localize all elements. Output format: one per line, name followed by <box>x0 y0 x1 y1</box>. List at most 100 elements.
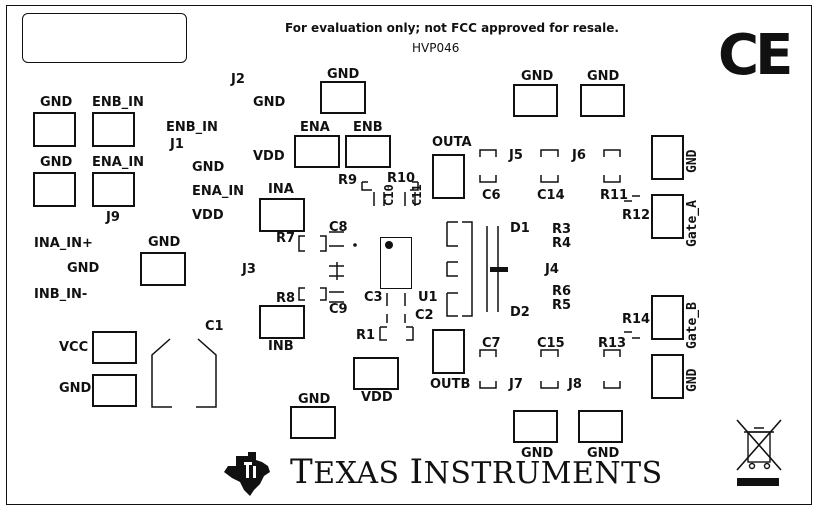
fcc-notice: For evaluation only; not FCC approved fo… <box>285 21 619 35</box>
pad-enb <box>345 135 391 168</box>
label-gnd: GND <box>40 95 73 110</box>
label-r8: R8 <box>276 291 296 306</box>
r13-bracket <box>603 349 621 357</box>
u1-pin1-dot <box>385 241 393 249</box>
c9-lines <box>329 291 344 303</box>
c6-bracket <box>479 175 497 183</box>
pad-gnd-top-2 <box>580 84 625 117</box>
label-r7: R7 <box>276 231 296 246</box>
label-ena: ENA <box>300 120 330 135</box>
j7-bracket <box>479 381 497 389</box>
pad-gate-a <box>651 194 684 239</box>
label-gnd: GND <box>587 69 620 84</box>
label-gate-b: Gate_B <box>685 302 700 349</box>
c15-bracket <box>540 349 559 357</box>
pad-gate-b <box>651 295 684 340</box>
pad-vcc <box>92 331 137 364</box>
label-enb-in: ENB_IN <box>92 95 144 110</box>
label-gnd: GND <box>327 67 360 82</box>
pad-ena-in <box>92 172 135 207</box>
label-ina-in-plus: INA_IN+ <box>34 236 93 251</box>
label-gnd: GND <box>298 392 331 407</box>
label-gnd: GND <box>67 261 100 276</box>
pad-gnd-left-2 <box>33 172 76 207</box>
label-r3: R3 <box>552 222 572 237</box>
r8-bracket-left <box>298 287 305 301</box>
label-ina: INA <box>268 182 294 197</box>
r3-bracket <box>446 221 458 247</box>
label-c11: C11 <box>410 184 424 206</box>
r-block-right <box>462 221 473 317</box>
pad-gnd-j6 <box>651 135 684 180</box>
r11-bracket <box>603 175 621 183</box>
weee-bar <box>737 478 779 486</box>
pad-gnd-bottom-1 <box>513 410 558 443</box>
board-outline <box>6 5 812 505</box>
label-d2: D2 <box>510 305 530 320</box>
r13-bottom-bracket <box>603 381 621 389</box>
c8-lines <box>329 231 344 247</box>
label-gnd: GND <box>192 160 225 175</box>
label-c1: C1 <box>205 319 224 334</box>
label-u1: U1 <box>418 290 438 305</box>
label-vdd: VDD <box>361 390 393 405</box>
pad-gnd-j8 <box>651 354 684 399</box>
pad-ina <box>259 198 305 232</box>
r7-bracket-left <box>298 235 305 252</box>
label-gnd: GND <box>521 446 554 461</box>
label-c3: C3 <box>364 290 383 305</box>
label-j4: J4 <box>545 262 559 277</box>
label-vdd: VDD <box>192 208 224 223</box>
label-r6: R6 <box>552 284 572 299</box>
pad-gnd-j3 <box>140 252 186 286</box>
r9-bracket <box>361 181 372 191</box>
label-r11: R11 <box>600 188 629 203</box>
label-j9: J9 <box>106 210 120 225</box>
label-gnd: GND <box>521 69 554 84</box>
pad-outa <box>432 154 465 199</box>
pad-vdd-bottom <box>353 357 399 390</box>
label-j2: J2 <box>231 72 245 87</box>
r7-bracket-right <box>320 235 327 252</box>
label-enb: ENB <box>353 120 383 135</box>
c14-bracket <box>540 175 559 183</box>
label-j1: J1 <box>170 137 184 152</box>
r8-bracket-right <box>320 287 327 301</box>
label-outa: OUTA <box>432 135 472 150</box>
ce-mark: CE <box>718 23 793 88</box>
label-c10: C10 <box>382 184 396 206</box>
c3-lines <box>386 293 406 306</box>
c2-lines <box>386 314 406 323</box>
label-ena-in: ENA_IN <box>192 184 245 199</box>
blank-label-area <box>22 13 187 63</box>
pad-gnd-bottom-2 <box>578 410 623 443</box>
label-gate-a: Gate_A <box>685 200 700 247</box>
r1-bracket <box>379 326 414 341</box>
label-gnd: GND <box>587 446 620 461</box>
c1-outline-right <box>196 338 217 408</box>
c7-bracket <box>479 349 497 357</box>
label-c15: C15 <box>537 336 565 351</box>
label-vcc: VCC <box>59 340 89 355</box>
label-c9: C9 <box>329 302 348 317</box>
label-enb-in: ENB_IN <box>166 120 218 135</box>
label-gnd: GND <box>253 95 286 110</box>
label-gnd: GND <box>59 381 92 396</box>
pad-gnd-top-1 <box>513 84 558 117</box>
label-r12: R12 <box>622 208 651 223</box>
r6-bracket <box>446 292 458 317</box>
label-j8: J8 <box>568 377 582 392</box>
label-r5: R5 <box>552 298 572 313</box>
r10-bracket <box>410 181 419 191</box>
r12-marks <box>624 195 640 202</box>
label-j3: J3 <box>242 262 256 277</box>
c11-lines <box>404 192 416 206</box>
j5-top-bracket <box>479 149 497 157</box>
ti-wordmark: TEXAS INSTRUMENTS <box>290 452 663 492</box>
j6-top-bracket <box>540 149 559 157</box>
label-gnd-j6: GND <box>685 149 700 173</box>
j8-bracket <box>540 381 559 389</box>
label-d1: D1 <box>510 221 530 236</box>
